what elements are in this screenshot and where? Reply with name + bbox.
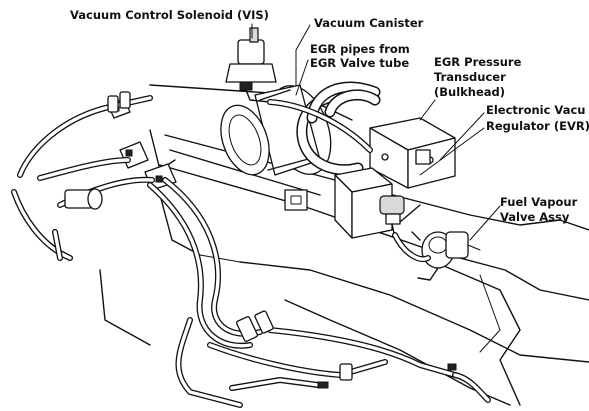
label-fuel-vapour-line2: Valve Assy <box>500 210 570 224</box>
vacuum-control-solenoid <box>225 27 277 103</box>
label-egr-transducer-line2: Transducer <box>434 70 506 84</box>
egr-pressure-transducer <box>369 117 456 189</box>
label-vacuum-control-solenoid: Vacuum Control Solenoid (VIS) <box>70 8 269 22</box>
label-evr-line2: Regulator (EVR) <box>486 119 589 133</box>
vacuum-hoses <box>11 95 491 408</box>
fuel-vapour-valve <box>411 231 481 281</box>
label-vacuum-canister: Vacuum Canister <box>314 16 424 30</box>
hose-fittings <box>64 91 457 389</box>
bulkhead-square-hole <box>284 189 308 211</box>
label-fuel-vapour-line1: Fuel Vapour <box>500 195 578 209</box>
electronic-vacuum-regulator <box>334 167 421 239</box>
bulkhead-panel <box>99 84 589 406</box>
label-egr-transducer-line3: (Bulkhead) <box>434 85 506 99</box>
label-evr-line1: Electronic Vacu <box>486 103 586 117</box>
label-egr-pipes-line2: EGR Valve tube <box>310 56 410 70</box>
leader-lines <box>251 23 501 241</box>
connector-cluster <box>107 98 177 191</box>
label-egr-transducer-line1: EGR Pressure <box>434 55 522 69</box>
label-egr-pipes-line1: EGR pipes from <box>310 42 410 56</box>
